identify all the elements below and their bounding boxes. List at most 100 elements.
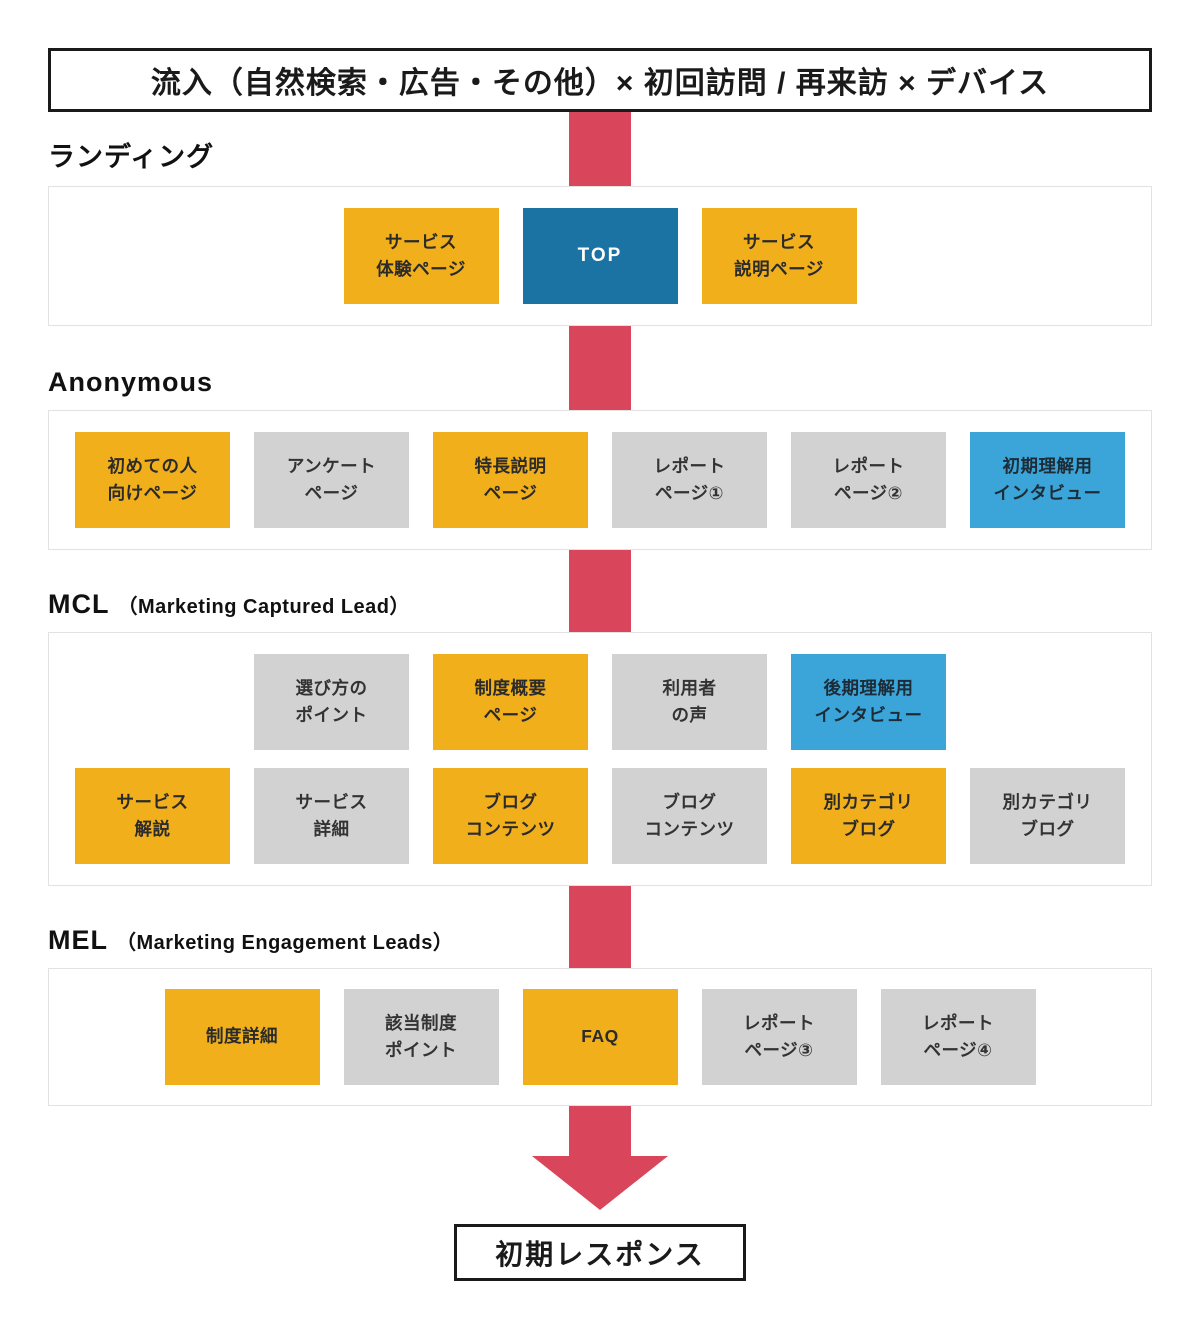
funnel-node-line: 初期理解用 bbox=[1002, 455, 1093, 476]
funnel-node-line: TOP bbox=[577, 245, 623, 267]
funnel-node: 選び方のポイント bbox=[254, 654, 409, 750]
funnel-node-line: 利用者 bbox=[662, 677, 717, 698]
final-down-arrow bbox=[48, 1106, 1152, 1210]
box-row: サービス解説サービス詳細ブログコンテンツブログコンテンツ別カテゴリブログ別カテゴ… bbox=[49, 768, 1151, 864]
funnel-node-line: 該当制度 bbox=[385, 1012, 457, 1033]
funnel-node-line: の声 bbox=[671, 705, 708, 725]
section-label-text: ランディング bbox=[48, 142, 215, 172]
funnel-node-line: ページ bbox=[483, 483, 538, 503]
section-label-text: Anonymous bbox=[48, 367, 214, 397]
funnel-node: 別カテゴリブログ bbox=[970, 768, 1125, 864]
funnel-node-line: ブログ bbox=[662, 791, 717, 812]
funnel-node: サービス体験ページ bbox=[343, 208, 499, 304]
funnel-node-line: インタビュー bbox=[993, 483, 1102, 503]
funnel-node: 利用者の声 bbox=[612, 654, 767, 750]
section-label-landing: ランディング bbox=[48, 135, 214, 174]
funnel-node-line: 選び方の bbox=[295, 677, 368, 698]
funnel-node: 後期理解用インタビュー bbox=[791, 654, 946, 750]
funnel-node-line: ブログ bbox=[841, 819, 896, 839]
flow-arrow-down-1 bbox=[569, 112, 631, 186]
initial-response-box: 初期レスポンス bbox=[454, 1224, 746, 1281]
funnel-node-line: コンテンツ bbox=[644, 819, 735, 839]
section-panel-landing: サービス体験ページ TOP サービス説明ページ bbox=[48, 186, 1152, 326]
funnel-node: ブログコンテンツ bbox=[433, 768, 588, 864]
section-panel-mcl: 選び方のポイント制度概要ページ利用者の声後期理解用インタビューサービス解説サービ… bbox=[48, 632, 1152, 886]
funnel-node-line: サービス bbox=[295, 791, 368, 812]
inflow-header-title: 流入（自然検索・広告・その他）× 初回訪問 / 再来訪 × デバイス bbox=[150, 67, 1050, 100]
funnel-node: 初期理解用インタビュー bbox=[970, 432, 1125, 528]
flow-arrow-down-2 bbox=[569, 326, 631, 410]
funnel-node-line: レポート bbox=[832, 455, 905, 476]
funnel-node-line: FAQ bbox=[581, 1026, 619, 1047]
funnel-node-line: ページ② bbox=[834, 483, 903, 503]
funnel-node-line: 別カテゴリ bbox=[1002, 791, 1093, 812]
funnel-node: 該当制度ポイント bbox=[343, 989, 499, 1085]
flow-arrow-down-3 bbox=[569, 550, 631, 632]
flow-arrow-down-4 bbox=[569, 886, 631, 968]
funnel-node: TOP bbox=[522, 208, 678, 304]
funnel-node: 別カテゴリブログ bbox=[791, 768, 946, 864]
section-gap-mel: MEL （Marketing Engagement Leads） bbox=[48, 886, 1152, 968]
funnel-node: アンケートページ bbox=[254, 432, 409, 528]
funnel-node-line: 体験ページ bbox=[376, 259, 466, 279]
section-sublabel-text: （Marketing Captured Lead） bbox=[117, 596, 411, 618]
funnel-node: サービス説明ページ bbox=[701, 208, 857, 304]
funnel-node-line: インタビュー bbox=[814, 705, 923, 725]
inflow-header-box: 流入（自然検索・広告・その他）× 初回訪問 / 再来訪 × デバイス bbox=[48, 48, 1152, 112]
funnel-node-line: アンケート bbox=[286, 455, 377, 476]
funnel-node-line: ページ③ bbox=[744, 1040, 814, 1060]
funnel-node-line: 制度詳細 bbox=[206, 1026, 278, 1047]
funnel-node-line: コンテンツ bbox=[465, 819, 556, 839]
funnel-node: 制度詳細 bbox=[164, 989, 320, 1085]
funnel-node-line: 特長説明 bbox=[474, 455, 547, 476]
arrow-stem bbox=[569, 1106, 631, 1156]
section-label-text: MCL bbox=[48, 589, 110, 619]
arrow-head-icon bbox=[532, 1156, 668, 1210]
funnel-node-line: サービス bbox=[743, 231, 815, 252]
section-label-text: MEL bbox=[48, 925, 108, 955]
funnel-node-line: 説明ページ bbox=[734, 259, 824, 279]
box-row: 選び方のポイント制度概要ページ利用者の声後期理解用インタビュー bbox=[49, 654, 1151, 750]
funnel-node: 初めての人向けページ bbox=[75, 432, 230, 528]
funnel-node: 制度概要ページ bbox=[433, 654, 588, 750]
funnel-node-line: ページ bbox=[304, 483, 359, 503]
funnel-node-line: サービス bbox=[116, 791, 189, 812]
funnel-node-line: 別カテゴリ bbox=[823, 791, 914, 812]
section-label-mcl: MCL （Marketing Captured Lead） bbox=[48, 589, 410, 620]
funnel-node-line: ポイント bbox=[385, 1040, 457, 1060]
funnel-node-line: ポイント bbox=[295, 705, 368, 725]
funnel-node-line: サービス bbox=[385, 231, 457, 252]
funnel-node-line: レポート bbox=[743, 1012, 815, 1033]
section-label-mel: MEL （Marketing Engagement Leads） bbox=[48, 925, 453, 956]
funnel-node-line: レポート bbox=[922, 1012, 994, 1033]
funnel-node: レポートページ① bbox=[612, 432, 767, 528]
box-row: サービス体験ページ TOP サービス説明ページ bbox=[49, 208, 1151, 304]
funnel-node: サービス詳細 bbox=[254, 768, 409, 864]
section-label-anonymous: Anonymous bbox=[48, 367, 213, 398]
funnel-node-line: ページ④ bbox=[923, 1040, 993, 1060]
section-sublabel-text: （Marketing Engagement Leads） bbox=[116, 932, 454, 954]
funnel-node-line: 初めての人 bbox=[107, 455, 198, 476]
funnel-node-line: ブログ bbox=[1020, 819, 1075, 839]
initial-response-label: 初期レスポンス bbox=[495, 1238, 705, 1270]
funnel-node-line: ページ① bbox=[655, 483, 724, 503]
section-gap-anonymous: Anonymous bbox=[48, 326, 1152, 410]
funnel-node: レポートページ② bbox=[791, 432, 946, 528]
funnel-node: レポートページ④ bbox=[880, 989, 1036, 1085]
funnel-node-line: レポート bbox=[653, 455, 726, 476]
funnel-node-line: 向けページ bbox=[107, 483, 198, 503]
funnel-node: ブログコンテンツ bbox=[612, 768, 767, 864]
funnel-node-line: 後期理解用 bbox=[823, 677, 914, 698]
funnel-node: 特長説明ページ bbox=[433, 432, 588, 528]
section-gap-landing: ランディング bbox=[48, 112, 1152, 186]
funnel-node-line: 詳細 bbox=[313, 819, 350, 839]
funnel-node: レポートページ③ bbox=[701, 989, 857, 1085]
funnel-node-line: ページ bbox=[483, 705, 538, 725]
funnel-node: サービス解説 bbox=[75, 768, 230, 864]
funnel-node: FAQ bbox=[522, 989, 678, 1085]
funnel-node-line: 解説 bbox=[134, 819, 171, 839]
